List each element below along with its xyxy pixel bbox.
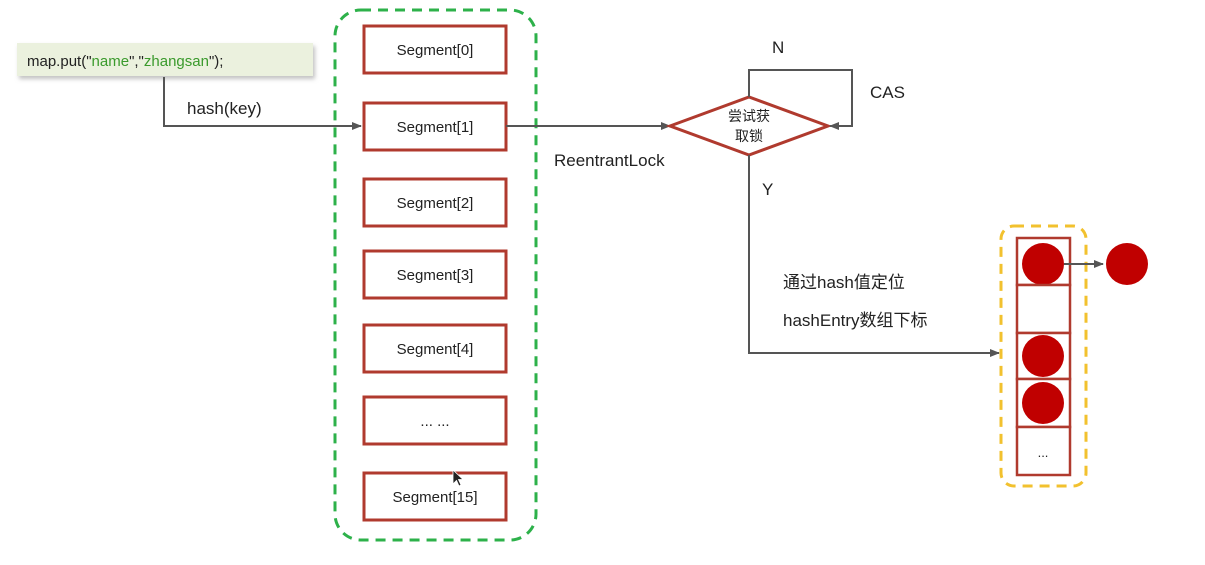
decision-text-line1: 尝试获 <box>728 108 770 124</box>
entry-node <box>1022 335 1064 377</box>
segment-label: Segment[15] <box>392 489 477 506</box>
locate-label-line1: 通过hash值定位 <box>783 273 905 292</box>
segment-label: Segment[2] <box>397 195 474 212</box>
segment-box-2: Segment[2] <box>362 177 508 228</box>
segment-box-3: Segment[3] <box>362 249 508 300</box>
entry-cell-label: ... <box>1038 445 1049 460</box>
entry-node <box>1022 382 1064 424</box>
hash-entry-cell-1 <box>1015 283 1072 335</box>
segment-label: Segment[3] <box>397 267 474 284</box>
code-box: map.put("name","zhangsan"); <box>17 43 313 76</box>
segment-label: Segment[4] <box>397 341 474 358</box>
segment-label: ... ... <box>420 413 449 430</box>
segment-box-1: Segment[1] <box>362 101 508 152</box>
segment-box-ellipsis: ... ... <box>362 395 508 446</box>
hash-entry-cell-2 <box>1015 331 1072 381</box>
segment-box-15: Segment[15] <box>362 471 508 522</box>
cas-retry-loop <box>748 69 853 130</box>
locate-label-line2: hashEntry数组下标 <box>783 311 928 330</box>
reentrant-lock-label: ReentrantLock <box>554 151 665 170</box>
hash-entry-container <box>999 224 1088 488</box>
yes-label: Y <box>762 180 773 199</box>
segment-box-4: Segment[4] <box>362 323 508 374</box>
decision-text-line2: 取锁 <box>735 128 763 144</box>
try-lock-decision: 尝试获 取锁 <box>665 95 833 157</box>
segment-label: Segment[1] <box>397 119 474 136</box>
hash-arrow <box>163 77 362 130</box>
mouse-cursor-icon <box>452 469 465 487</box>
segment-box-0: Segment[0] <box>362 24 508 75</box>
segment-label: Segment[0] <box>397 42 474 59</box>
code-snippet: map.put("name","zhangsan"); <box>27 53 223 70</box>
locate-arrow <box>748 155 1000 357</box>
entry-node <box>1022 243 1064 285</box>
hash-entry-cell-0 <box>1015 236 1072 287</box>
hash-entry-cell-3 <box>1015 377 1072 429</box>
cas-label: CAS <box>870 83 905 102</box>
linked-entry-node <box>1106 243 1148 285</box>
segments-container <box>333 8 538 542</box>
hash-entry-cell-ellipsis: ... <box>1015 425 1072 477</box>
no-label: N <box>772 38 784 57</box>
hash-key-label: hash(key) <box>187 99 262 118</box>
